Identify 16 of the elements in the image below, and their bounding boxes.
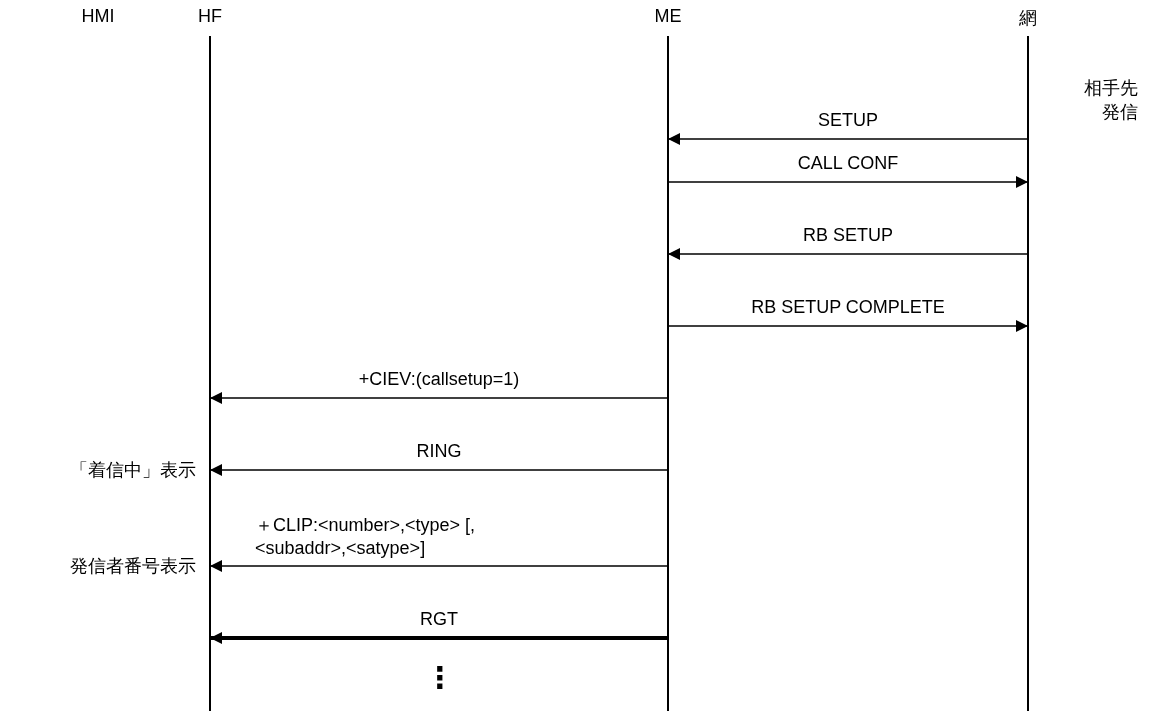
lifeline-header: HF: [198, 6, 222, 26]
annotation-text: 発信者番号表示: [69, 555, 196, 578]
message-arrow: [667, 176, 1029, 188]
continuation-ellipsis: ⋮: [425, 660, 455, 695]
message-arrow: [209, 392, 669, 404]
note-text: 相手先発信: [1083, 77, 1138, 124]
lifeline-header: 網: [1019, 8, 1037, 28]
message-arrow: [667, 248, 1029, 260]
message-arrow: [667, 320, 1029, 332]
message-arrow: [209, 560, 669, 572]
annotation-text: 「着信中」表示: [69, 459, 196, 482]
message-arrow: [210, 632, 668, 644]
lifeline-header: HMI: [81, 6, 115, 27]
lifeline-header: ME: [654, 6, 682, 26]
message-arrow: [667, 133, 1029, 145]
message-arrow: [209, 464, 669, 476]
